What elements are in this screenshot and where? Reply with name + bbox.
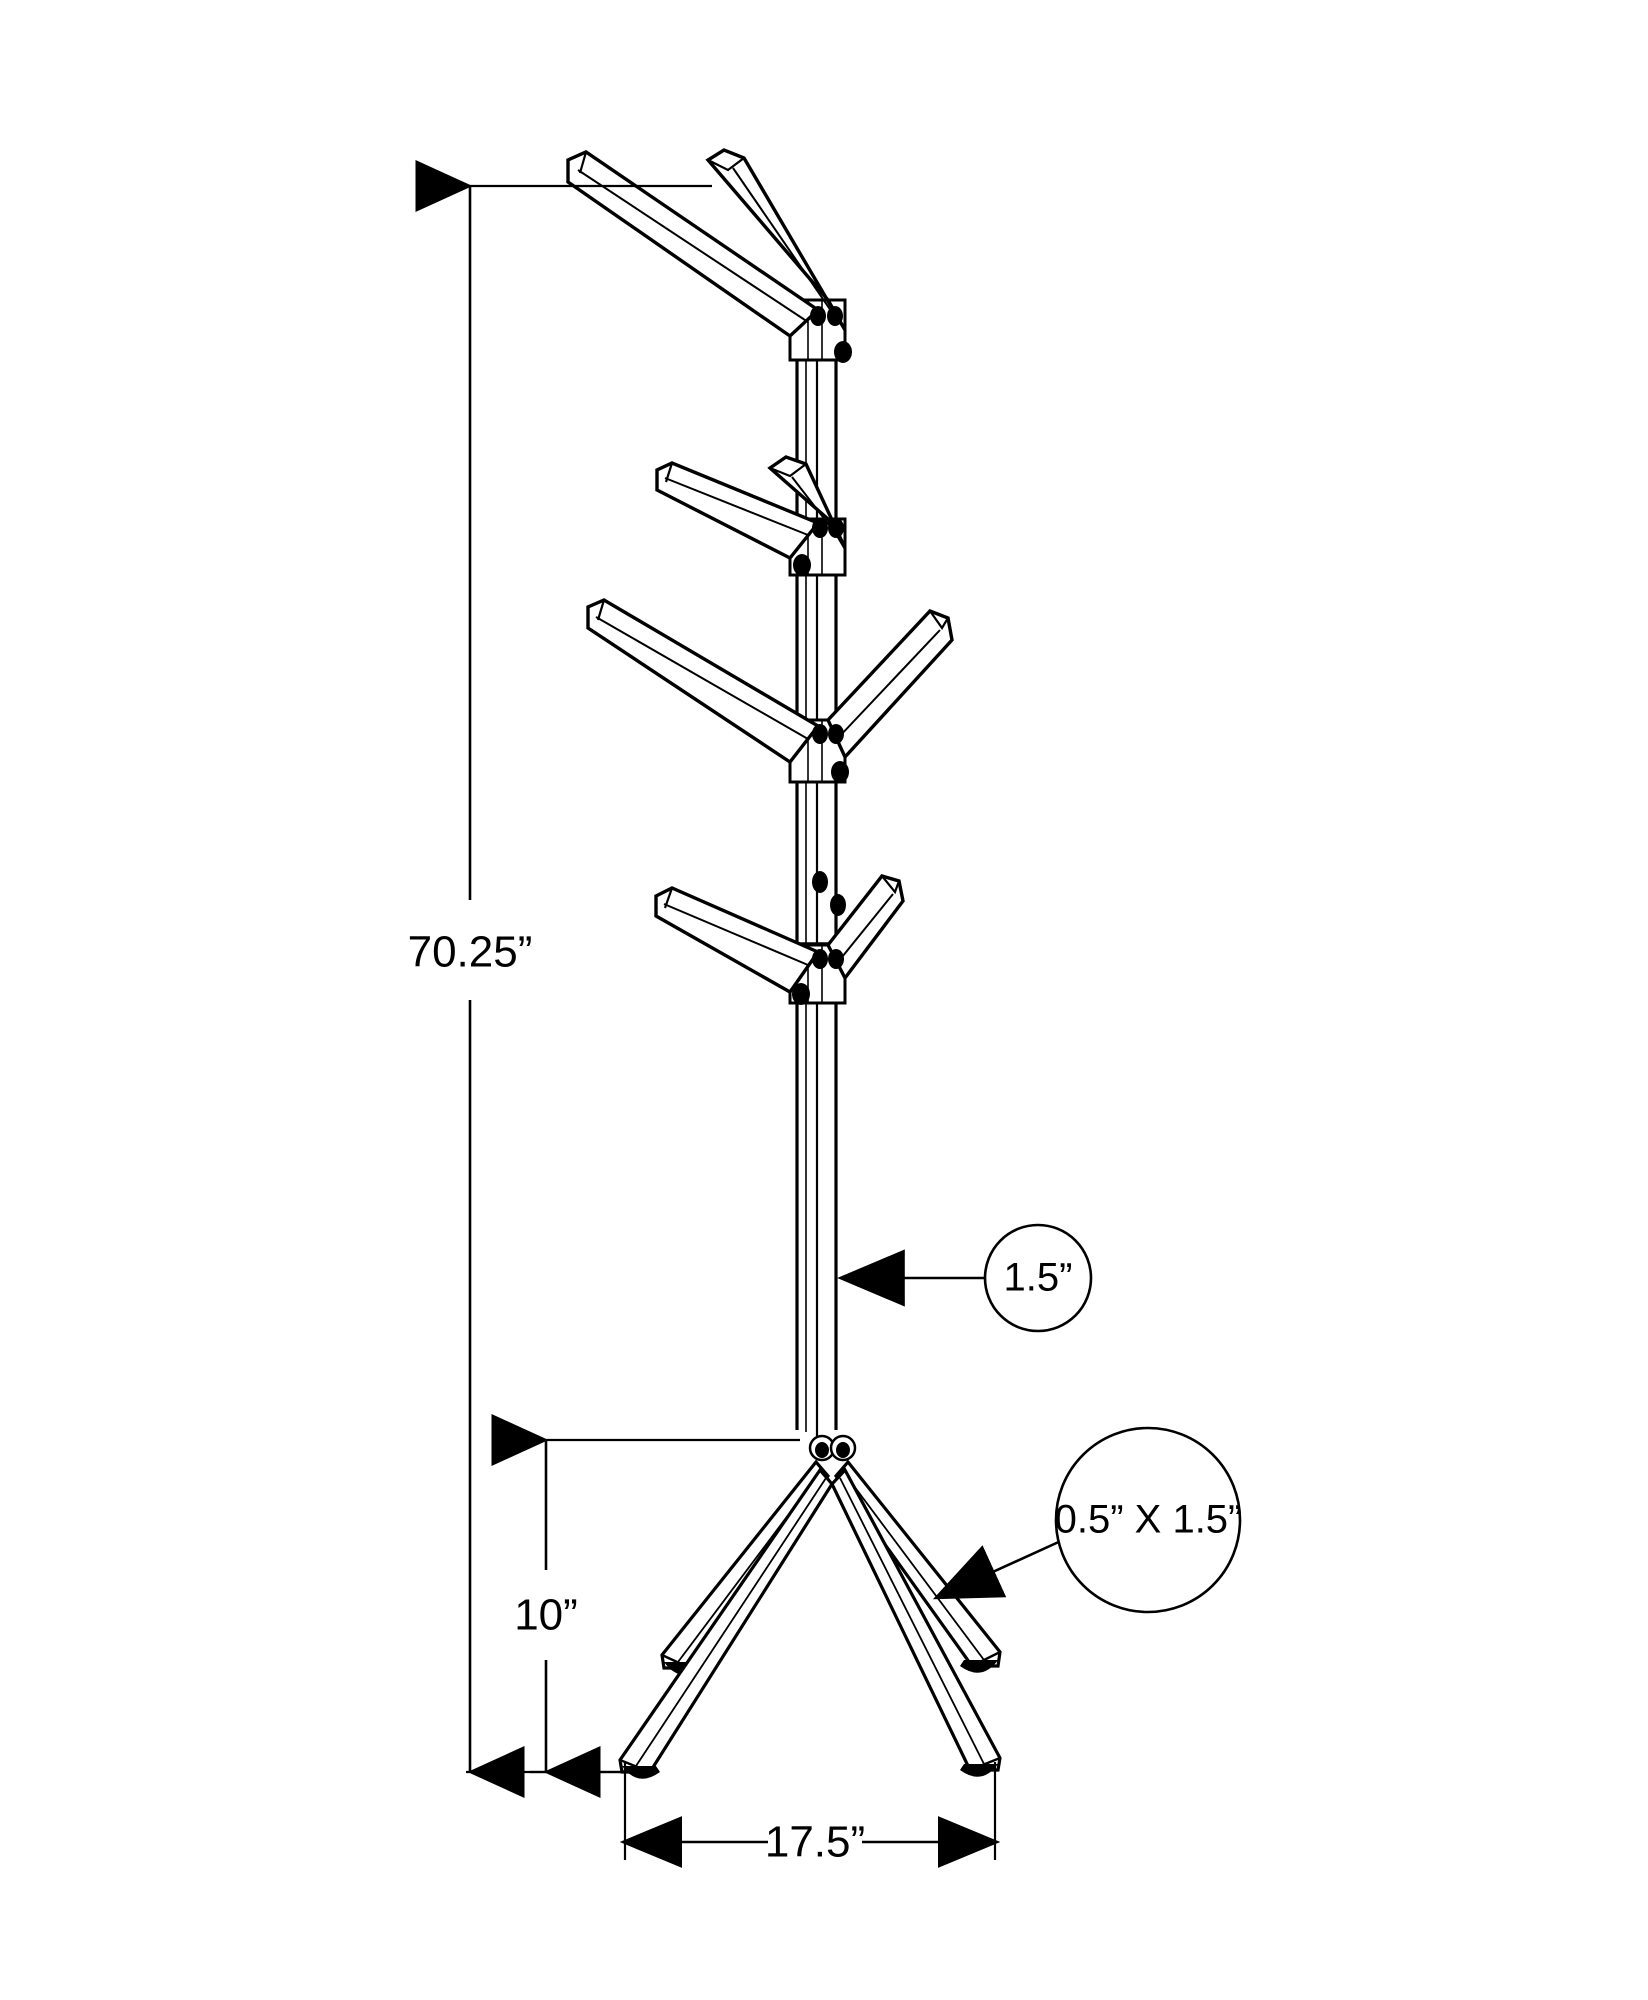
base-leg-back-right <box>830 1467 1002 1777</box>
screw-dot <box>792 983 810 1005</box>
screw-dot <box>812 949 828 969</box>
screw-dot <box>830 894 846 916</box>
screw-dot <box>815 1442 829 1458</box>
callout-bubble <box>1054 1426 1242 1614</box>
hook-4-left <box>654 886 821 995</box>
hook-1-right <box>705 148 847 331</box>
screw-dot <box>812 518 828 538</box>
hook-2-left <box>655 461 821 561</box>
screw-dot <box>834 341 852 363</box>
screw-dot <box>812 871 828 893</box>
base-leg-height-label: 10” <box>514 1591 578 1640</box>
hook-1-left <box>566 150 821 339</box>
foot-pad <box>622 1766 660 1779</box>
leg-profile-label: 0.5” X 1.5” <box>1055 1498 1242 1542</box>
hook-level-3 <box>586 598 954 784</box>
callout-leader-line <box>932 1538 1064 1600</box>
foot-pad <box>960 1660 998 1673</box>
callout-post-thickness: 1.5” <box>837 1223 1093 1333</box>
base-leg-back-left <box>618 1467 834 1779</box>
callout-bubble <box>983 1223 1093 1333</box>
base-leg-front-left <box>660 1459 831 1675</box>
screw-dot <box>828 724 844 744</box>
base-width-label: 17.5” <box>765 1818 865 1867</box>
overall-height-label: 70.25” <box>408 928 533 977</box>
base-legs <box>618 1434 1002 1779</box>
dimension-base-width: 17.5” <box>619 1762 1001 1868</box>
dimension-base-leg-height: 10” <box>491 1414 800 1798</box>
dimension-overall-height: 70.25” <box>408 160 712 1798</box>
hook-level-2 <box>655 455 847 577</box>
screw-dot <box>828 949 844 969</box>
screw-dot <box>793 554 811 576</box>
hook-4-right <box>825 874 905 982</box>
foot-pad <box>960 1764 998 1777</box>
screw-dot <box>810 306 826 326</box>
screw-dot <box>812 724 828 744</box>
screw-dot <box>831 761 849 783</box>
screw-dot <box>827 306 843 326</box>
post-thickness-label: 1.5” <box>1004 1256 1073 1300</box>
hook-level-1 <box>566 148 852 363</box>
hook-3-right <box>825 608 954 761</box>
screw-dot <box>828 518 844 538</box>
hook-level-4 <box>654 874 905 1005</box>
callout-leg-profile: 0.5” X 1.5” <box>932 1426 1242 1614</box>
hook-3-left <box>586 598 821 765</box>
screw-dot <box>836 1442 850 1458</box>
base-leg-front-right <box>833 1459 1002 1673</box>
